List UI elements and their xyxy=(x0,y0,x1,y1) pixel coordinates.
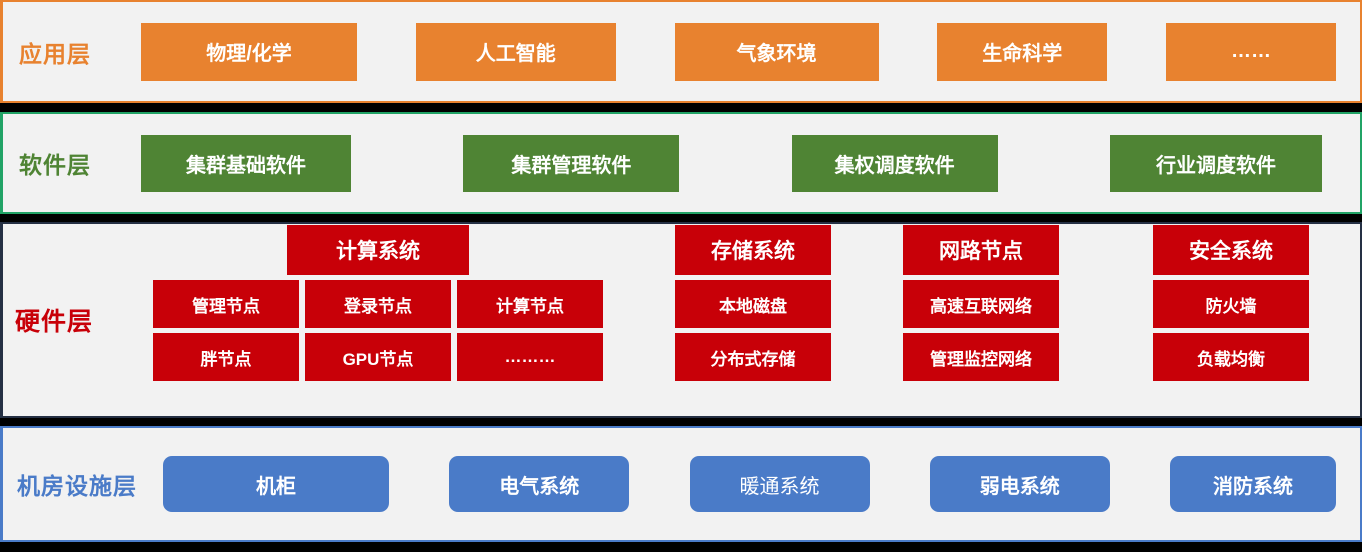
app-box-life-science[interactable]: 生命科学 xyxy=(937,22,1108,81)
layer-hardware-title: 硬件层 xyxy=(15,308,94,336)
facility-box-low-voltage-system[interactable]: 弱电系统 xyxy=(929,456,1110,512)
hardware-storage-row-1: 本地磁盘 xyxy=(675,280,831,328)
hardware-group-security: 安全系统 防火墙 负载均衡 xyxy=(1153,225,1309,417)
layer-application: 应用层 物理/化学 人工智能 气象环境 生命科学 …… xyxy=(0,0,1362,103)
facility-box-fire-protection-system[interactable]: 消防系统 xyxy=(1170,456,1336,512)
hardware-compute-row-2: 胖节点 GPU节点 ……… xyxy=(153,333,603,381)
hardware-cell-management-monitoring-network[interactable]: 管理监控网络 xyxy=(903,333,1059,381)
hardware-group-storage: 存储系统 本地磁盘 分布式存储 xyxy=(675,225,831,417)
app-box-ellipsis[interactable]: …… xyxy=(1166,22,1336,81)
hardware-head-compute-system[interactable]: 计算系统 xyxy=(287,225,469,275)
hardware-group-network-head-row: 网路节点 xyxy=(903,225,1059,275)
layer-facility-title: 机房设施层 xyxy=(17,473,137,499)
app-box-meteorology-environment[interactable]: 气象环境 xyxy=(674,22,879,81)
hardware-group-compute: 计算系统 管理节点 登录节点 计算节点 胖节点 GPU节点 ……… xyxy=(153,225,603,417)
software-box-cluster-management[interactable]: 集群管理软件 xyxy=(463,134,680,192)
hardware-cell-distributed-storage[interactable]: 分布式存储 xyxy=(675,333,831,381)
facility-box-electrical-system[interactable]: 电气系统 xyxy=(449,456,630,512)
software-box-industry-scheduling[interactable]: 行业调度软件 xyxy=(1109,134,1322,192)
layer-application-body: 物理/化学 人工智能 气象环境 生命科学 …… xyxy=(141,2,1360,101)
layer-software-body: 集群基础软件 集群管理软件 集权调度软件 行业调度软件 xyxy=(141,114,1360,212)
hardware-head-security-system[interactable]: 安全系统 xyxy=(1153,225,1309,275)
hardware-security-row-1: 防火墙 xyxy=(1153,280,1309,328)
layer-software: 软件层 集群基础软件 集群管理软件 集权调度软件 行业调度软件 xyxy=(0,112,1362,214)
hardware-cell-firewall[interactable]: 防火墙 xyxy=(1153,280,1309,328)
hardware-head-network-node[interactable]: 网路节点 xyxy=(903,225,1059,275)
hardware-network-row-1: 高速互联网络 xyxy=(903,280,1059,328)
hardware-network-row-2: 管理监控网络 xyxy=(903,333,1059,381)
hardware-group-storage-head-row: 存储系统 xyxy=(675,225,831,275)
facility-box-cabinet[interactable]: 机柜 xyxy=(163,456,389,512)
app-box-artificial-intelligence[interactable]: 人工智能 xyxy=(415,22,616,81)
hardware-compute-row-1: 管理节点 登录节点 计算节点 xyxy=(153,280,603,328)
hardware-head-storage-system[interactable]: 存储系统 xyxy=(675,225,831,275)
software-box-centralized-scheduling[interactable]: 集权调度软件 xyxy=(791,134,998,192)
hardware-cell-high-speed-interconnect[interactable]: 高速互联网络 xyxy=(903,280,1059,328)
hardware-cell-load-balancer[interactable]: 负载均衡 xyxy=(1153,333,1309,381)
layer-facility-body: 机柜 电气系统 暖通系统 弱电系统 消防系统 xyxy=(163,428,1360,540)
hardware-cell-management-node[interactable]: 管理节点 xyxy=(153,280,299,328)
hardware-cell-gpu-node[interactable]: GPU节点 xyxy=(305,333,451,381)
hardware-security-row-2: 负载均衡 xyxy=(1153,333,1309,381)
layer-facility: 机房设施层 机柜 电气系统 暖通系统 弱电系统 消防系统 xyxy=(0,426,1362,542)
layer-hardware-body: 计算系统 管理节点 登录节点 计算节点 胖节点 GPU节点 ……… 存储系统 xyxy=(137,213,1360,427)
layer-application-title: 应用层 xyxy=(19,40,91,67)
layer-software-title: 软件层 xyxy=(19,152,91,178)
hardware-cell-login-node[interactable]: 登录节点 xyxy=(305,280,451,328)
software-box-cluster-base[interactable]: 集群基础软件 xyxy=(141,134,351,192)
hardware-group-security-head-row: 安全系统 xyxy=(1153,225,1309,275)
hardware-cell-local-disk[interactable]: 本地磁盘 xyxy=(675,280,831,328)
app-box-physics-chemistry[interactable]: 物理/化学 xyxy=(141,22,357,81)
facility-box-hvac-system[interactable]: 暖通系统 xyxy=(689,456,870,512)
hardware-cell-compute-node[interactable]: 计算节点 xyxy=(457,280,603,328)
hardware-cell-fat-node[interactable]: 胖节点 xyxy=(153,333,299,381)
layer-hardware: 硬件层 计算系统 管理节点 登录节点 计算节点 胖节点 GPU节点 ……… xyxy=(0,222,1362,418)
hardware-group-network: 网路节点 高速互联网络 管理监控网络 xyxy=(903,225,1059,417)
hardware-group-compute-head-row: 计算系统 xyxy=(153,225,603,275)
hardware-storage-row-2: 分布式存储 xyxy=(675,333,831,381)
hardware-cell-compute-ellipsis[interactable]: ……… xyxy=(457,333,603,381)
